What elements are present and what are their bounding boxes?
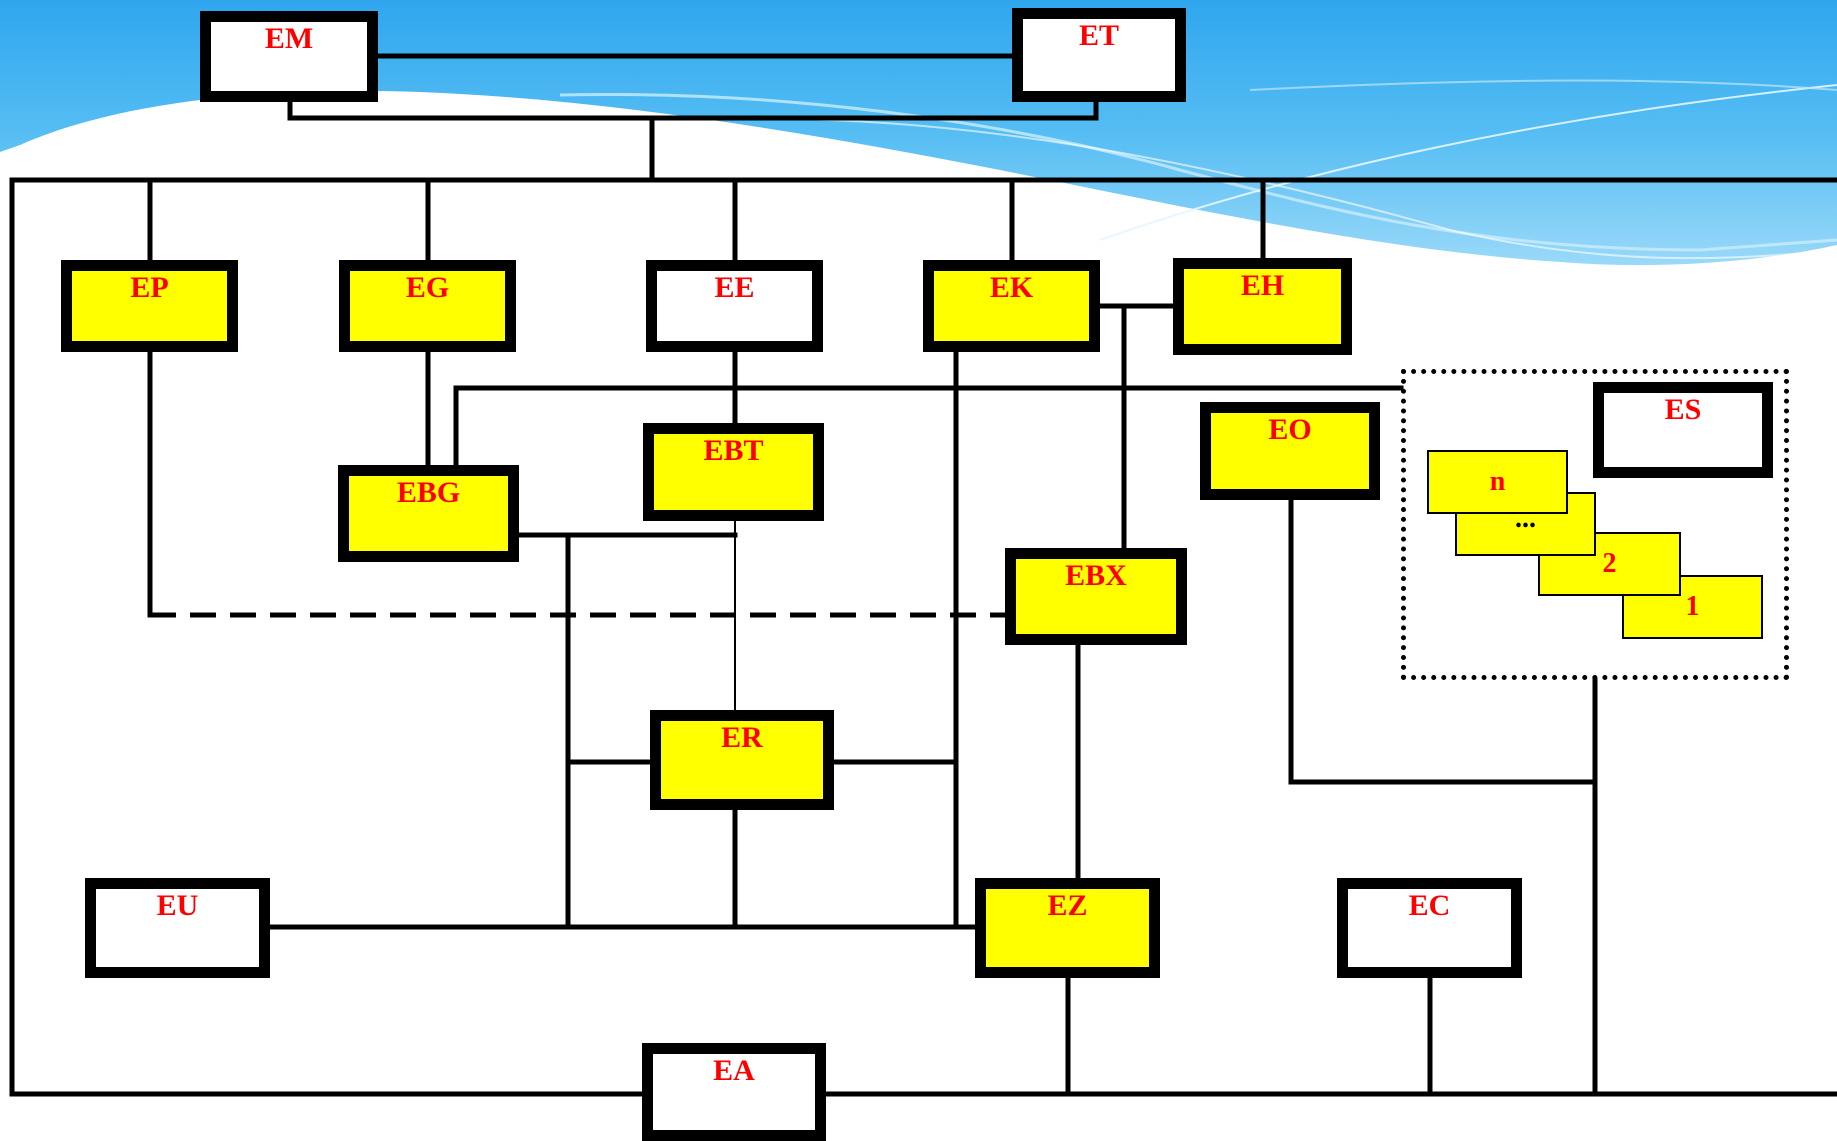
node-ek-label: EK	[989, 271, 1034, 304]
node-em-label: EM	[264, 22, 314, 55]
es-stack-card-1-label: 1	[1685, 591, 1700, 622]
node-et-label: ET	[1078, 19, 1120, 52]
node-eo-label: EO	[1268, 413, 1312, 446]
node-er: ER	[650, 710, 834, 810]
node-er-label: ER	[721, 721, 763, 754]
node-ebg: EBG	[338, 465, 519, 562]
es-stack-card-n-label: n	[1489, 466, 1506, 497]
es-stack-card-n: n	[1427, 450, 1568, 514]
node-ez: EZ	[975, 878, 1160, 978]
node-ec-label: EC	[1408, 889, 1451, 922]
node-et: ET	[1012, 8, 1186, 102]
node-ek: EK	[923, 260, 1100, 352]
node-eg-label: EG	[405, 271, 450, 304]
node-ea-label: EA	[713, 1054, 755, 1087]
es-group-dotted-frame	[1401, 369, 1789, 680]
node-es-label: ES	[1664, 393, 1702, 426]
node-ebt-label: EBT	[703, 434, 764, 467]
node-eu-label: EU	[156, 889, 199, 922]
node-em: EM	[200, 11, 378, 102]
node-ebx-label: EBX	[1065, 559, 1127, 592]
node-ee: EE	[646, 260, 823, 352]
node-eh-label: EH	[1240, 269, 1285, 302]
node-ee-label: EE	[714, 271, 755, 304]
node-eh: EH	[1173, 258, 1352, 355]
node-ea: EA	[642, 1043, 826, 1141]
node-ep: EP	[61, 260, 238, 352]
node-eu: EU	[85, 878, 270, 978]
node-ebx: EBX	[1005, 548, 1187, 645]
node-ebt: EBT	[643, 423, 824, 521]
es-stack-card-2-label: 2	[1602, 548, 1617, 579]
node-ebg-label: EBG	[396, 476, 461, 509]
node-eo: EO	[1200, 402, 1380, 500]
node-ez-label: EZ	[1047, 889, 1088, 922]
node-eg: EG	[339, 260, 516, 352]
node-ep-label: EP	[130, 271, 169, 304]
node-es: ES	[1593, 382, 1773, 478]
node-ec: EC	[1337, 878, 1522, 978]
